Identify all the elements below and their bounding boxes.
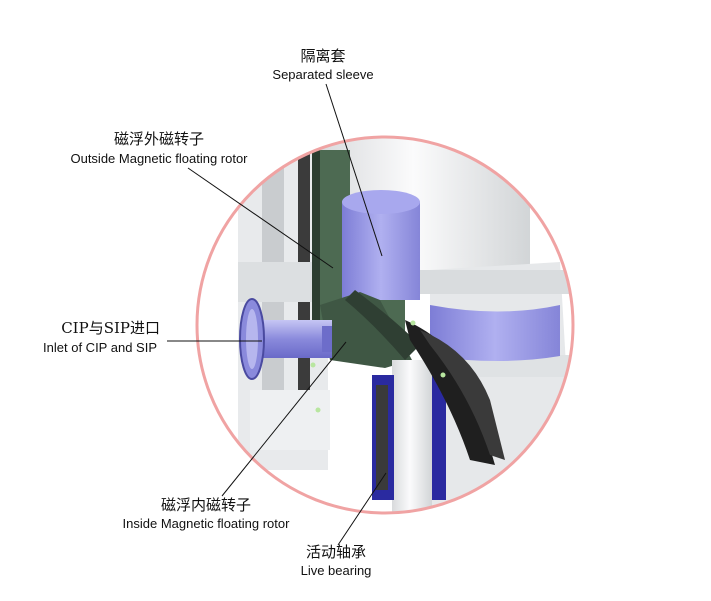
housing-ring-upper bbox=[420, 270, 570, 294]
inlet-pipe bbox=[262, 320, 332, 358]
inside-rotor-label-zh: 磁浮内磁转子 bbox=[160, 496, 252, 514]
leader-outside-rotor bbox=[187, 167, 334, 269]
cutaway-view bbox=[197, 137, 573, 513]
live-bearing-label-zh: 活动轴承 bbox=[305, 543, 367, 561]
inside-rotor bbox=[320, 292, 412, 368]
leader-separated-sleeve bbox=[325, 83, 383, 257]
separated-sleeve-label-en: Separated sleeve bbox=[272, 67, 374, 82]
outside-rotor-label-zh: 磁浮外磁转子 bbox=[113, 130, 205, 148]
cutaway-circle-border bbox=[195, 135, 575, 515]
inside-rotor-label-en: Inside Magnetic floating rotor bbox=[122, 516, 290, 531]
separated-sleeve bbox=[342, 195, 420, 300]
outside-rotor-label-en: Outside Magnetic floating rotor bbox=[70, 151, 248, 166]
live-bearing-label-en: Live bearing bbox=[300, 563, 372, 578]
leader-inside-rotor bbox=[221, 341, 347, 497]
mixing-blade bbox=[405, 320, 495, 465]
purple-band bbox=[430, 305, 560, 361]
shaft bbox=[392, 360, 432, 513]
separated-sleeve-label-zh: 隔离套 bbox=[300, 47, 346, 65]
inlet-label-en: Inlet of CIP and SIP bbox=[43, 340, 157, 355]
leader-live-bearing bbox=[337, 472, 387, 546]
inlet-label-zh: CIP与SIP进口 bbox=[61, 319, 160, 337]
